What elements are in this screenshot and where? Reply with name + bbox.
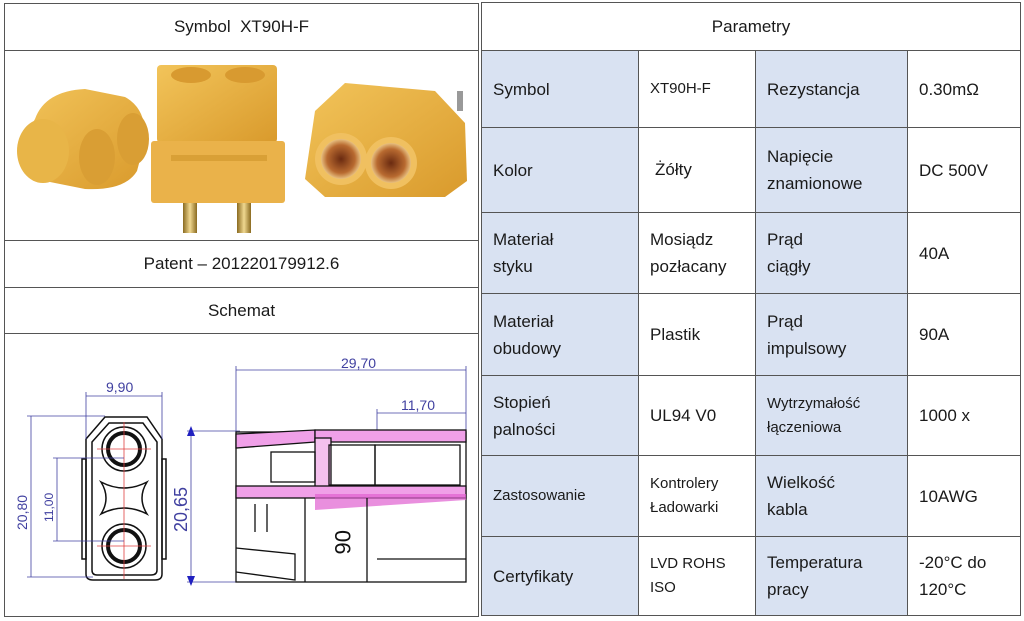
connector-photo-illustration [17,65,467,233]
schematic-header-title: Schemat [207,300,276,320]
param-value: -20°C do 120°C [907,536,1021,616]
param-label: Materiał obudowy [481,293,639,376]
param-value: Żółty [638,127,756,213]
param-value: Mosiądz pozłacany [638,212,756,294]
param-value: Plastik [638,293,756,376]
side-view [235,429,467,583]
param-label: Certyfikaty [481,536,639,616]
param-label: Temperatura pracy [755,536,908,616]
param-value: UL94 V0 [638,375,756,456]
param-value: 10AWG [907,455,1021,537]
param-label: Prąd impulsowy [755,293,908,376]
left-header: Symbol XT90H-F [4,3,479,51]
dim-length-front: 11,70 [401,397,435,413]
patent-text: Patent – 201220179912.6 [143,254,340,273]
param-label: Stopień palności [481,375,639,456]
dim-height-side: 20,65 [171,487,191,532]
param-value: 0.30mΩ [907,50,1021,128]
dim-width-front: 9,90 [106,379,133,395]
param-value: DC 500V [907,127,1021,213]
product-photo [4,50,479,241]
parameters-header-title: Parametry [711,16,791,36]
dim-height-front: 20,80 [14,495,30,530]
dim-length-total: 29,70 [341,355,376,371]
param-label: Prąd ciągły [755,212,908,294]
param-value: XT90H-F [638,50,756,128]
param-label: Wytrzymałość łączeniowa [755,375,908,456]
side-dimensions [235,366,467,434]
technical-drawing: 9,90 20,80 11,00 20,65 29,70 11,70 [14,355,467,586]
connector-angled [305,83,467,197]
schematic-drawing: 9,90 20,80 11,00 20,65 29,70 11,70 [4,333,479,617]
param-label: Napięcie znamionowe [755,127,908,213]
schematic-header: Schemat [4,287,479,334]
param-label: Materiał styku [481,212,639,294]
connector-cap [17,89,149,190]
patent-row: Patent – 201220179912.6 [4,240,479,288]
param-label: Rezystancja [755,50,908,128]
param-label: Kolor [481,127,639,213]
param-value: 40A [907,212,1021,294]
param-value: Kontrolery Ładowarki [638,455,756,537]
side-view-marking: 06 [330,530,355,554]
param-label: Wielkość kabla [755,455,908,537]
param-label: Zastosowanie [481,455,639,537]
param-value: 90A [907,293,1021,376]
connector-front [151,65,285,233]
param-value: 1000 x [907,375,1021,456]
param-value: LVD ROHS ISO [638,536,756,616]
left-header-title: Symbol XT90H-F [173,17,310,36]
parameters-header: Parametry [481,2,1021,51]
param-label: Symbol [481,50,639,128]
dim-pin-spacing: 11,00 [42,493,56,522]
